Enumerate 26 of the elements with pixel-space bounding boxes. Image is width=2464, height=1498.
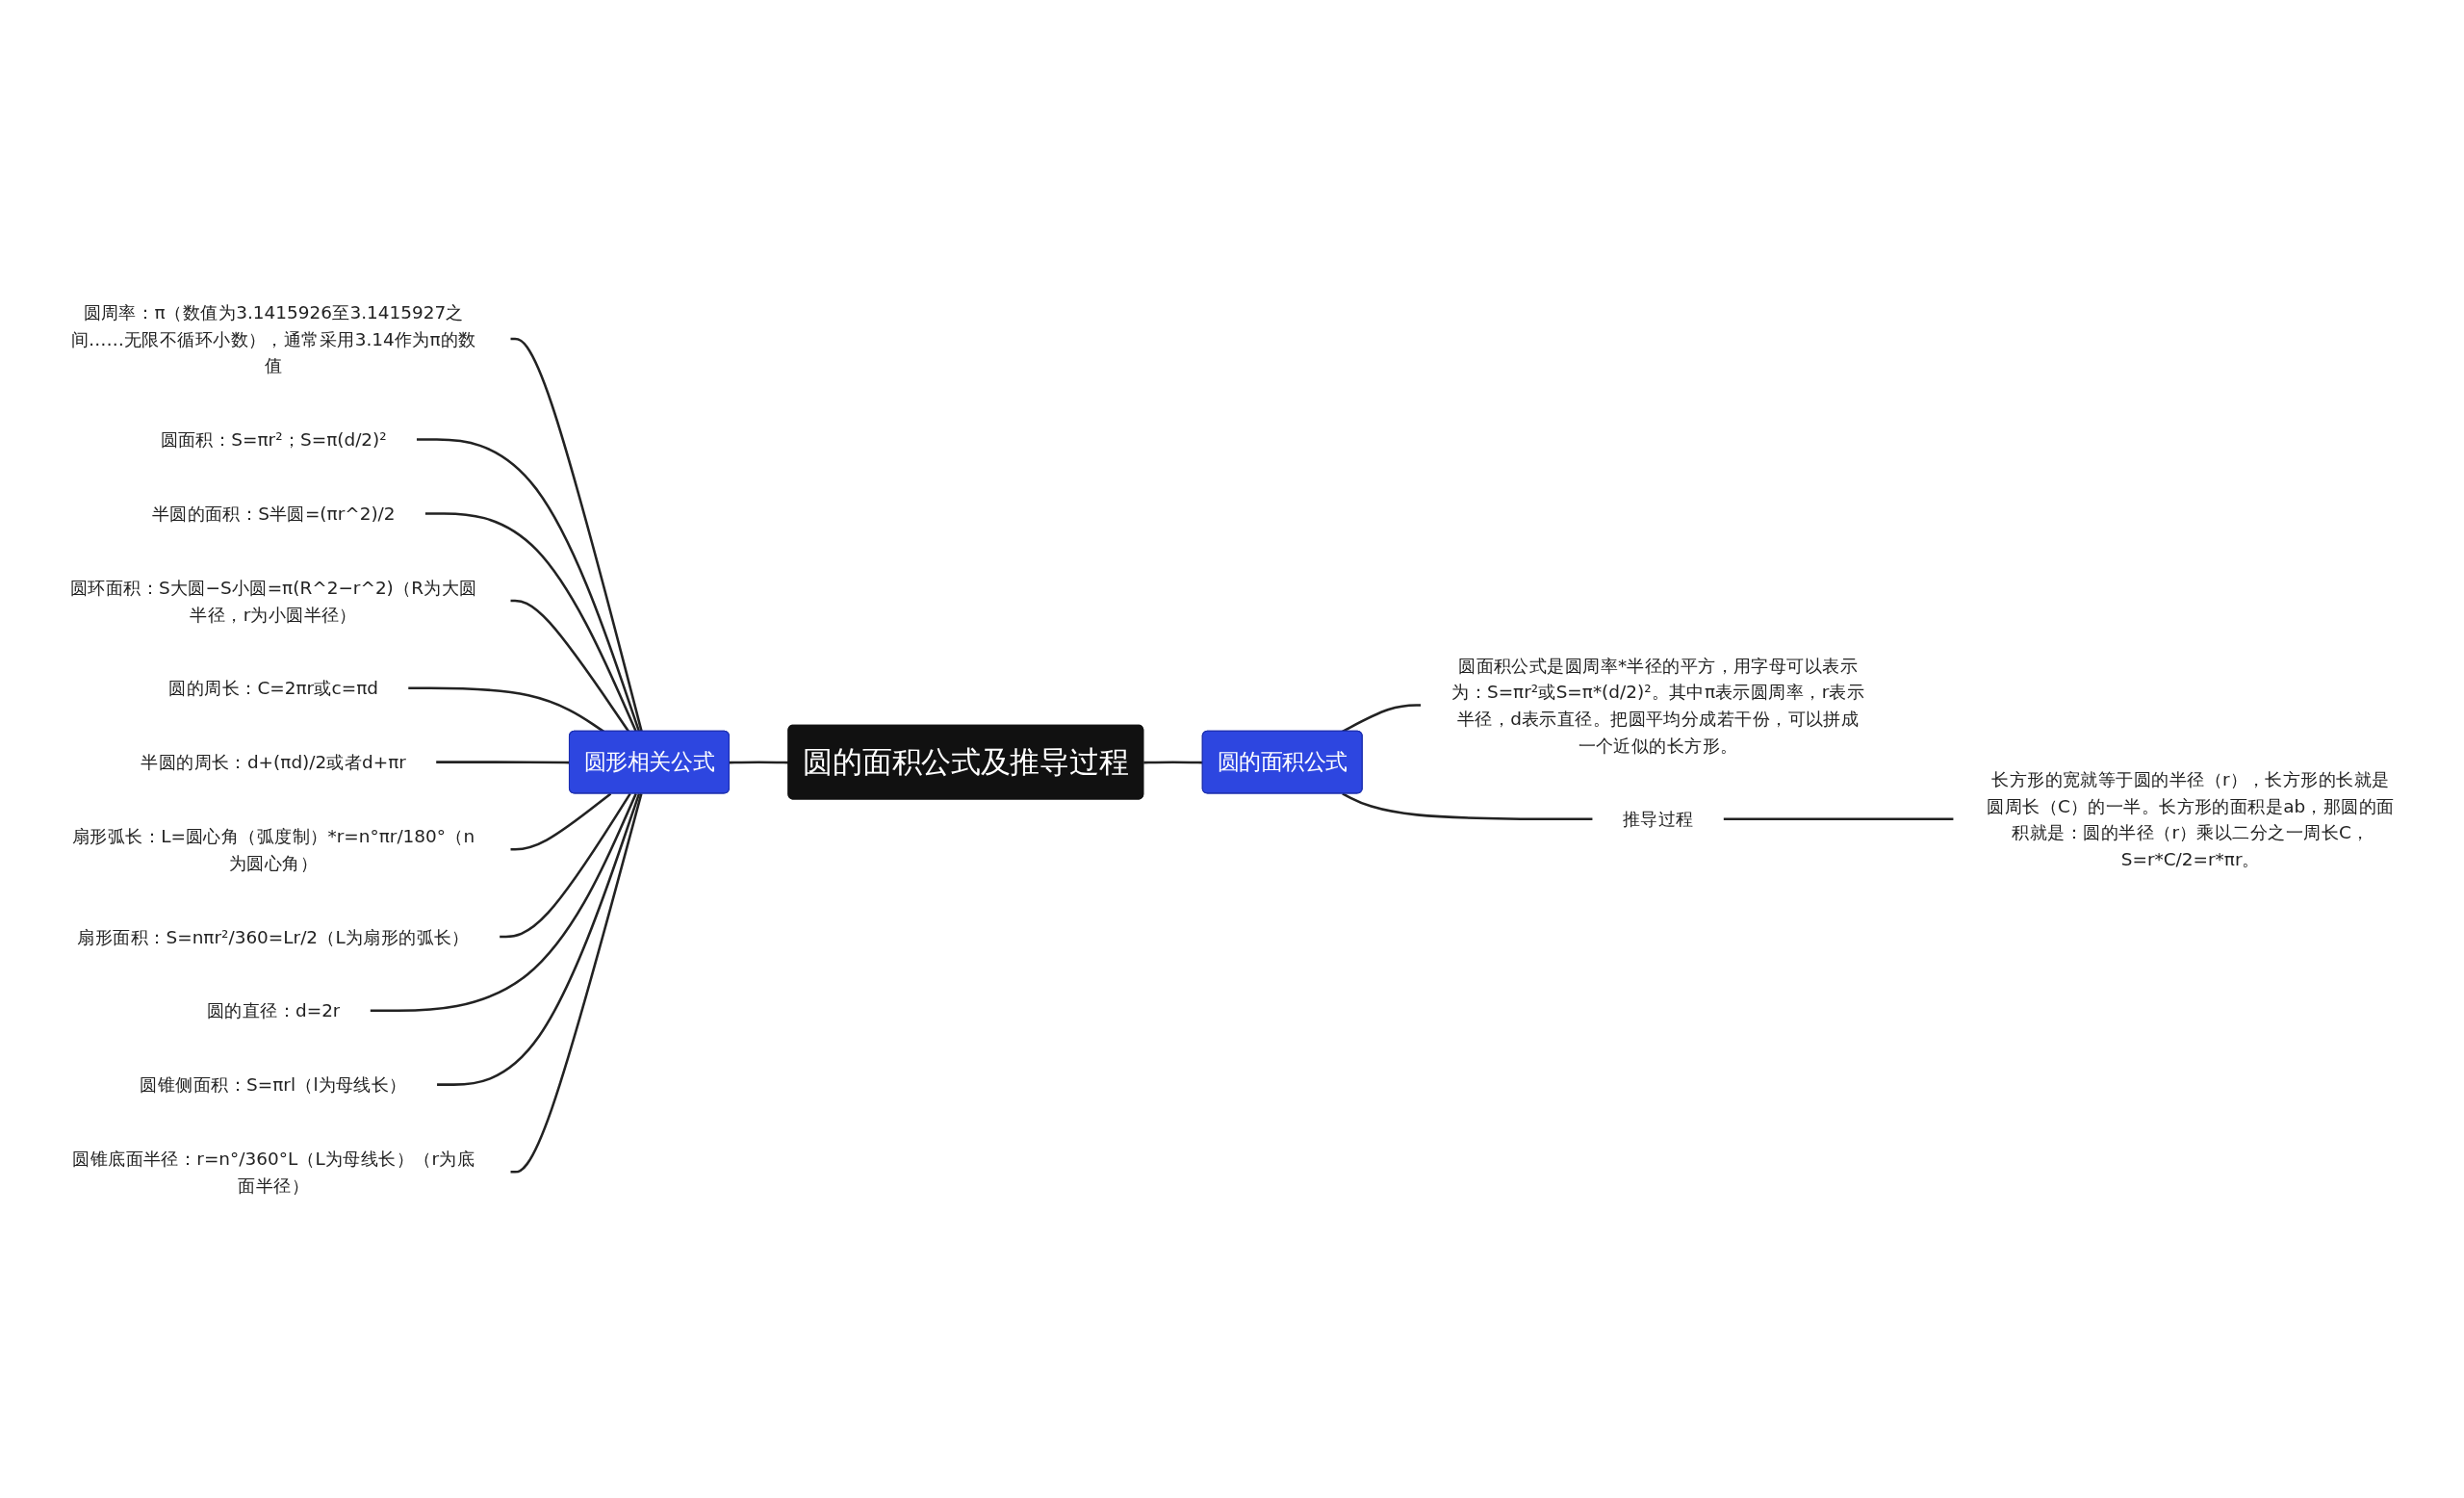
connector [436, 793, 641, 1087]
connector [424, 512, 637, 733]
connector [1723, 817, 1954, 821]
connector [510, 792, 612, 851]
connector [1143, 761, 1203, 764]
node-text: 扇形面积：S=nπr²/360=Lr/2（L为扇形的弧长） [77, 926, 470, 947]
node-text: 圆面积：S=πr²；S=π(d/2)² [160, 429, 387, 451]
node-text: 圆的直径：d=2r [206, 1000, 341, 1021]
connector [370, 793, 637, 1013]
node-text: 半圆的面积：S半圆=(πr^2)/2 [151, 503, 396, 525]
node-text: 半圆的周长：d+(πd)/2或者d+πr [141, 752, 406, 773]
connector [510, 600, 630, 733]
node-text: 圆锥底面半径：r=n°/360°L（L为母线长）（r为底面半径） [72, 1148, 475, 1197]
connector [510, 338, 643, 733]
node-text: 圆环面积：S大圆−S小圆=π(R^2−r^2)（R为大圆半径，r为小圆半径） [69, 577, 477, 625]
node-text: 圆的周长：C=2πr或c=πd [168, 678, 379, 699]
node-text: 长方形的宽就等于圆的半径（r），长方形的长就是圆周长（C）的一半。长方形的面积是ab，那圆的面积就是：圆的半径（r）乘以二分之一周长C，S=r*C/2=r*πr。 [1987, 768, 2395, 870]
connector [510, 793, 643, 1174]
node-text: 圆周率：π（数值为3.1415926至3.1415927之间……无限不循环小数），通常采用3.14作为π的数值 [70, 301, 476, 376]
node-text: 推导过程 [1622, 809, 1694, 830]
node-text: 圆面积公式是圆周率*半径的平方，用字母可以表示为：S=πr²或S=π*(d/2)²。其中π表示圆周率，r表示半径，d表示直径。把圆平均分成若干份，可以拼成一个近似的长方形。 [1451, 655, 1865, 756]
connector [1342, 792, 1593, 821]
connector [416, 438, 641, 733]
node-text: 扇形弧长：L=圆心角（弧度制）*r=n°πr/180°（n为圆心角） [72, 825, 475, 874]
connector [499, 792, 631, 939]
node-text: 圆锥侧面积：S=πrl（l为母线长） [140, 1074, 407, 1096]
